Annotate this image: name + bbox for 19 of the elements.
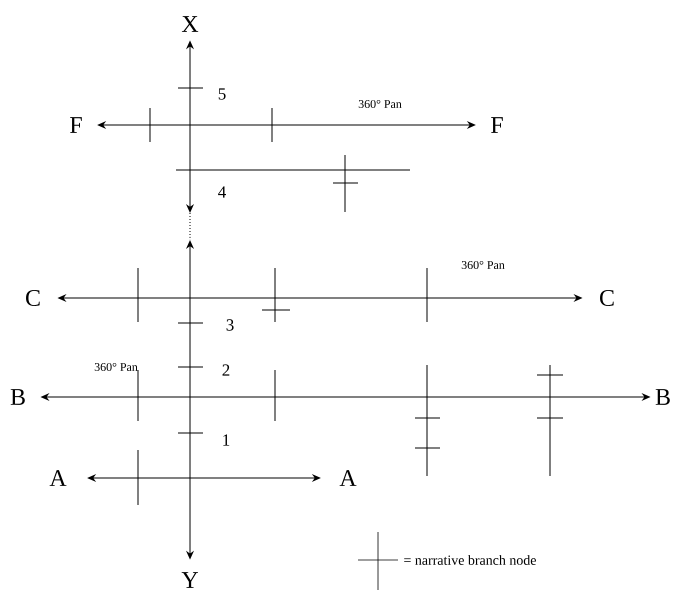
axis-letter: F xyxy=(491,117,503,133)
axis-letter: B xyxy=(656,389,670,405)
tick-number: 4 xyxy=(218,186,226,198)
tick-number: 1 xyxy=(223,434,230,446)
tick-number: 3 xyxy=(226,319,234,331)
legend-text: = narrative branch node xyxy=(404,555,536,565)
axis-letter: C xyxy=(600,290,614,306)
axis-letter: C xyxy=(26,290,40,306)
axis-letter: A xyxy=(50,470,66,486)
tick-number: 2 xyxy=(222,364,230,376)
axis-letter: B xyxy=(10,389,25,405)
axis-letter: F xyxy=(70,117,82,133)
axis-letter: X xyxy=(182,16,198,32)
pan-label: 360° Pan xyxy=(94,362,138,372)
axis-letter: A xyxy=(340,470,356,486)
pan-label: 360° Pan xyxy=(358,100,402,108)
pan-label: 360° Pan xyxy=(462,260,505,270)
axis-letter: Y xyxy=(182,572,198,588)
tick-number: 5 xyxy=(218,88,226,100)
